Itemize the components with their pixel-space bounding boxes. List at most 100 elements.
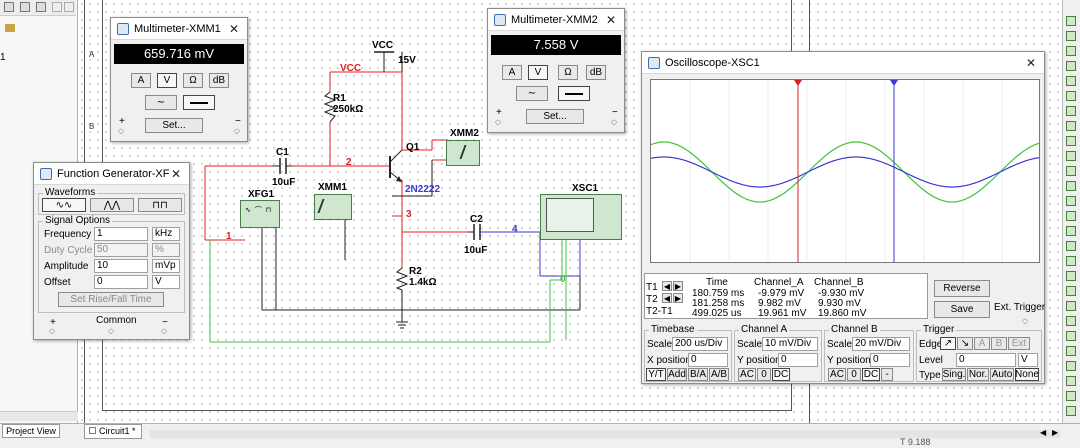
left-panel-scrollbar[interactable] — [0, 411, 78, 421]
instrument-tool-icon[interactable] — [1066, 151, 1076, 161]
channel-b-ypos-input[interactable]: 0 — [870, 353, 910, 367]
instrument-tool-icon[interactable] — [1066, 46, 1076, 56]
fg-duty-cycle-input[interactable]: 50 — [94, 243, 148, 257]
t1-right-arrow-button[interactable]: ▶ — [673, 281, 683, 291]
channel-a-ac-button[interactable]: AC — [738, 368, 756, 381]
xmm2-mode-ohm-button[interactable]: Ω — [558, 65, 578, 80]
channel-a-scale-input[interactable]: 10 mV/Div — [762, 337, 818, 351]
t2-right-arrow-button[interactable]: ▶ — [673, 293, 683, 303]
multimeter-xmm1-window[interactable]: Multimeter-XMM1✕ 659.716 mV A V Ω dB ∼ S… — [110, 17, 248, 142]
t1-left-arrow-button[interactable]: ◀ — [662, 281, 672, 291]
xmm1-set-button[interactable]: Set... — [145, 118, 203, 133]
left-panel-tool-icon[interactable] — [4, 2, 14, 12]
instrument-tool-icon[interactable] — [1066, 376, 1076, 386]
trigger-none-button[interactable]: None — [1015, 368, 1039, 381]
close-icon[interactable]: ✕ — [605, 12, 616, 27]
timebase-add-button[interactable]: Add — [667, 368, 687, 381]
xmm1-dc-button[interactable] — [183, 95, 215, 110]
xmm2-set-button[interactable]: Set... — [526, 109, 584, 124]
instrument-tool-icon[interactable] — [1066, 226, 1076, 236]
function-generator-window[interactable]: Function Generator-XF...✕ Waveforms ∿∿ ⋀… — [33, 162, 190, 340]
instrument-tool-icon[interactable] — [1066, 271, 1076, 281]
left-panel-tool-icon[interactable] — [64, 2, 74, 12]
fg-sine-button[interactable]: ∿∿ — [42, 198, 86, 212]
fg-offset-unit[interactable]: V — [152, 275, 180, 289]
fg-duty-cycle-unit[interactable]: % — [152, 243, 180, 257]
fg-triangle-button[interactable]: ⋀⋀ — [90, 198, 134, 212]
trigger-level-unit[interactable]: V — [1018, 353, 1038, 367]
scope-titlebar[interactable]: Oscilloscope-XSC1✕ — [642, 52, 1044, 74]
instrument-tool-icon[interactable] — [1066, 166, 1076, 176]
instrument-tool-icon[interactable] — [1066, 106, 1076, 116]
trigger-falling-edge-button[interactable]: ↘ — [957, 337, 973, 350]
scope-reverse-button[interactable]: Reverse — [934, 280, 990, 297]
close-icon[interactable]: ✕ — [1025, 55, 1036, 70]
instrument-tool-icon[interactable] — [1066, 16, 1076, 26]
multimeter-xmm2-window[interactable]: Multimeter-XMM2✕ 7.558 V A V Ω dB ∼ Set.… — [487, 8, 625, 133]
xmm1-titlebar[interactable]: Multimeter-XMM1✕ — [111, 18, 247, 40]
channel-b-invert-button[interactable]: - — [881, 368, 893, 381]
channel-a-dc-button[interactable]: DC — [772, 368, 790, 381]
channel-b-scale-input[interactable]: 20 mV/Div — [852, 337, 910, 351]
trigger-b-button[interactable]: B — [991, 337, 1007, 350]
left-panel-tool-icon[interactable] — [52, 2, 62, 12]
xmm1-mode-v-button[interactable]: V — [157, 73, 177, 88]
instrument-tool-icon[interactable] — [1066, 61, 1076, 71]
trigger-level-input[interactable]: 0 — [956, 353, 1016, 367]
instrument-tool-icon[interactable] — [1066, 181, 1076, 191]
fg-amplitude-unit[interactable]: mVp — [152, 259, 180, 273]
fg-titlebar[interactable]: Function Generator-XF...✕ — [34, 163, 189, 185]
trigger-rising-edge-button[interactable]: ↗ — [940, 337, 956, 350]
instrument-tool-icon[interactable] — [1066, 196, 1076, 206]
channel-b-dc-button[interactable]: DC — [862, 368, 880, 381]
oscilloscope-window[interactable]: Oscilloscope-XSC1✕ T1 T2 T2-T1 ◀ ▶ ◀ ▶ T… — [641, 51, 1045, 384]
xmm2-component[interactable] — [446, 140, 480, 166]
trigger-normal-button[interactable]: Nor. — [967, 368, 989, 381]
scroll-right-icon[interactable]: ▶ — [1052, 428, 1059, 437]
instrument-tool-icon[interactable] — [1066, 406, 1076, 416]
instrument-tool-icon[interactable] — [1066, 241, 1076, 251]
left-panel-item[interactable]: 1 — [0, 52, 6, 63]
xmm1-mode-a-button[interactable]: A — [131, 73, 151, 88]
xmm1-ac-button[interactable]: ∼ — [145, 95, 177, 110]
fg-rise-fall-button[interactable]: Set Rise/Fall Time — [58, 292, 164, 307]
timebase-scale-input[interactable]: 200 us/Div — [672, 337, 728, 351]
project-view-tab[interactable]: Project View — [2, 424, 60, 438]
xmm2-mode-a-button[interactable]: A — [502, 65, 522, 80]
xmm2-titlebar[interactable]: Multimeter-XMM2✕ — [488, 9, 624, 31]
timebase-ab-button[interactable]: A/B — [709, 368, 729, 381]
channel-a-0-button[interactable]: 0 — [757, 368, 771, 381]
instrument-tool-icon[interactable] — [1066, 361, 1076, 371]
instrument-tool-icon[interactable] — [1066, 136, 1076, 146]
instrument-tool-icon[interactable] — [1066, 31, 1076, 41]
t2-left-arrow-button[interactable]: ◀ — [662, 293, 672, 303]
instrument-tool-icon[interactable] — [1066, 346, 1076, 356]
instrument-tool-icon[interactable] — [1066, 316, 1076, 326]
fg-amplitude-input[interactable]: 10 — [94, 259, 148, 273]
left-panel-tool-icon[interactable] — [20, 2, 30, 12]
close-icon[interactable]: ✕ — [228, 21, 239, 36]
xmm2-dc-button[interactable] — [558, 86, 590, 101]
instrument-tool-icon[interactable] — [1066, 331, 1076, 341]
xmm2-mode-db-button[interactable]: dB — [586, 65, 606, 80]
scope-save-button[interactable]: Save — [934, 301, 990, 318]
instrument-tool-icon[interactable] — [1066, 76, 1076, 86]
instrument-tool-icon[interactable] — [1066, 286, 1076, 296]
timebase-ba-button[interactable]: B/A — [688, 368, 708, 381]
left-panel-tool-icon[interactable] — [36, 2, 46, 12]
instrument-tool-icon[interactable] — [1066, 256, 1076, 266]
channel-b-0-button[interactable]: 0 — [847, 368, 861, 381]
channel-a-ypos-input[interactable]: 0 — [778, 353, 818, 367]
xmm2-ac-button[interactable]: ∼ — [516, 86, 548, 101]
trigger-ext-button[interactable]: Ext — [1008, 337, 1030, 350]
timebase-yt-button[interactable]: Y/T — [646, 368, 666, 381]
xmm1-mode-db-button[interactable]: dB — [209, 73, 229, 88]
fg-square-button[interactable]: ⊓⊓ — [138, 198, 182, 212]
h-scrollbar[interactable] — [150, 430, 1060, 438]
scope-screen[interactable] — [650, 79, 1040, 263]
instrument-tool-icon[interactable] — [1066, 301, 1076, 311]
xmm1-component[interactable] — [314, 194, 352, 220]
instrument-tool-icon[interactable] — [1066, 91, 1076, 101]
trigger-single-button[interactable]: Sing. — [942, 368, 966, 381]
xmm1-mode-ohm-button[interactable]: Ω — [183, 73, 203, 88]
